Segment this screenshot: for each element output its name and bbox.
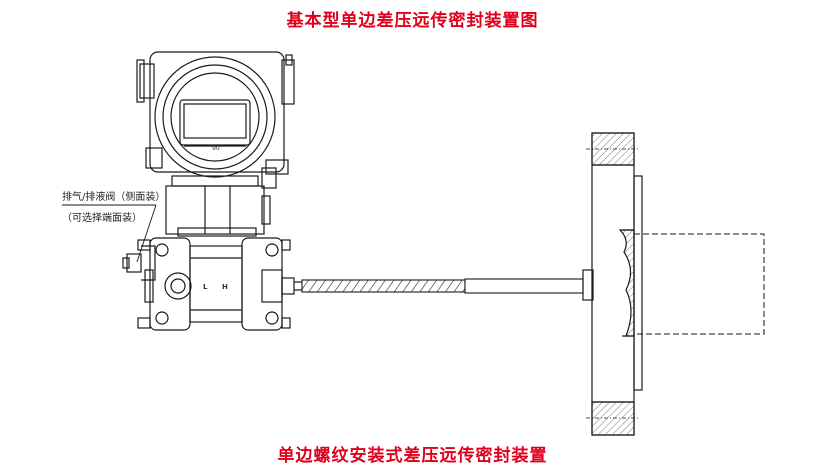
low-side-mark: L — [203, 283, 208, 291]
process-flange-assembly: L H — [122, 237, 302, 331]
armored-capillary — [301, 278, 584, 294]
callout-leader — [62, 204, 157, 263]
diagram-title-bottom: 单边螺纹安装式差压远传密封装置 — [277, 446, 548, 466]
diagram-title-top: 基本型单边差压远传密封装置图 — [286, 11, 539, 31]
callout-optional-end-mount: （可选择端面装） — [62, 211, 142, 224]
remote-seal-flange — [582, 132, 643, 436]
process-connection-outline — [633, 233, 765, 335]
display-scale-mark: 90 — [212, 145, 220, 152]
transmitter-housing: 90 — [136, 51, 295, 189]
high-side-mark: H — [222, 283, 228, 291]
transmitter-neck — [165, 175, 271, 237]
callout-vent-valve: 排气/排液阀（侧面装） — [62, 190, 165, 203]
